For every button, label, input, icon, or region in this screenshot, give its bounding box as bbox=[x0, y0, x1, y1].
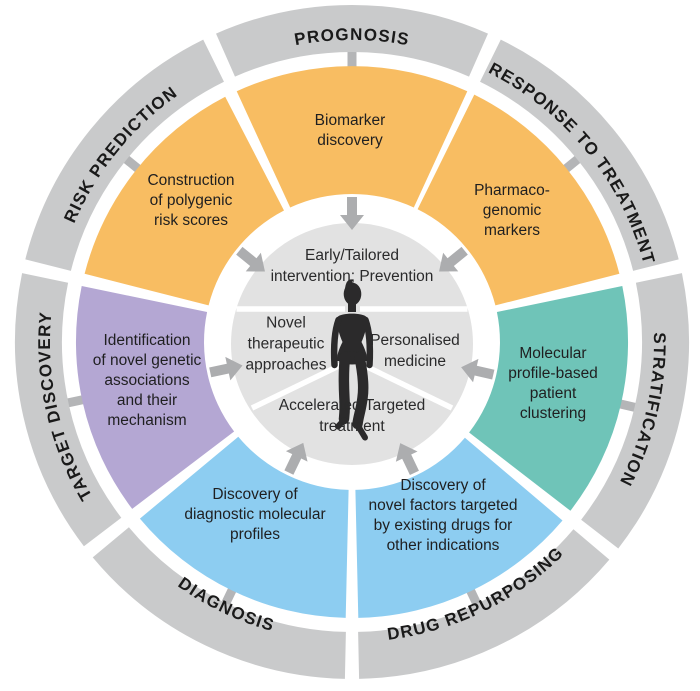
segment-text-diagnostic-molecular-profiles: Discovery of diagnostic molecular profil… bbox=[184, 486, 326, 543]
segment-novel-factors-existing-drugs bbox=[355, 437, 563, 618]
center-text-prevention: Early/Tailored intervention; Prevention bbox=[270, 247, 434, 285]
segment-biomarker-discovery bbox=[236, 66, 468, 208]
inward-arrows bbox=[209, 197, 495, 476]
segment-text-novel-genetic-associations: Identification of novel genetic associat… bbox=[92, 332, 202, 429]
segment-novel-genetic-associations bbox=[75, 286, 235, 509]
segment-text-polygenic-risk-scores: Construction of polygenic risk scores bbox=[147, 172, 235, 229]
segment-diagnostic-molecular-profiles bbox=[139, 436, 349, 618]
outer-ring-segment-target-discovery bbox=[15, 273, 122, 547]
segment-pharmacogenomic-markers bbox=[417, 94, 620, 306]
divider-lower-right bbox=[355, 359, 454, 411]
segment-text-biomarker-discovery: Biomarker discovery bbox=[314, 112, 386, 149]
outer-ring-segment-response bbox=[479, 39, 679, 272]
outer-ring-segment-drug-repurposing bbox=[357, 529, 610, 679]
segment-patient-clustering bbox=[469, 286, 629, 511]
center-text-novel-therapeutics: Novel therapeutic approaches bbox=[245, 314, 327, 374]
center-text-personalised-medicine: Personalised medicine bbox=[370, 332, 460, 370]
inward-arrow-icon bbox=[439, 246, 468, 272]
segment-text-patient-clustering: Molecular profile-based patient clusteri… bbox=[508, 345, 598, 422]
inward-arrow-icon bbox=[461, 358, 495, 383]
center-circle-dividers bbox=[236, 306, 468, 411]
segment-text-pharmacogenomic-markers: Pharmaco- genomic markers bbox=[474, 182, 550, 239]
inward-arrow-icon bbox=[284, 442, 308, 475]
outer-ring-segment-diagnosis bbox=[92, 527, 347, 679]
inward-arrow-icon bbox=[395, 443, 419, 476]
inward-arrow-icon bbox=[340, 197, 364, 230]
center-text-targeted-treatment: Accelerated/Targeted treatment bbox=[278, 397, 426, 435]
divider-lower-left bbox=[250, 359, 349, 411]
inward-arrow-icon bbox=[236, 246, 265, 272]
outer-ring bbox=[15, 4, 689, 679]
outer-ring-segment-prognosis bbox=[216, 4, 488, 77]
colored-ring bbox=[75, 66, 629, 618]
inward-arrow-icon bbox=[209, 356, 243, 381]
outer-ring-segment-risk-prediction bbox=[25, 39, 225, 272]
walking-woman-silhouette bbox=[330, 279, 374, 441]
segment-polygenic-risk-scores bbox=[84, 96, 284, 306]
outer-ring-segment-stratification bbox=[580, 273, 689, 549]
segment-text-novel-factors-existing-drugs: Discovery of novel factors targeted by e… bbox=[368, 477, 518, 554]
